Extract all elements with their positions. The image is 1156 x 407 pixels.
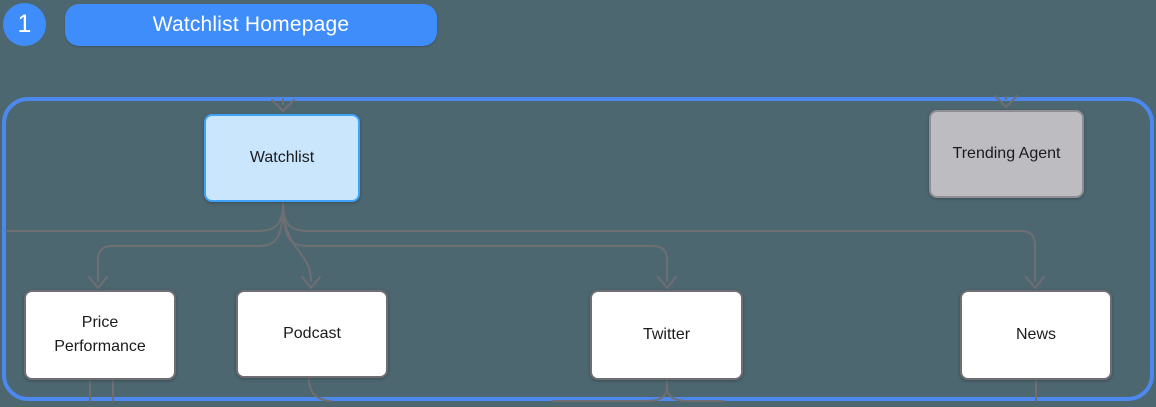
edge-watchlist-offscreen-left — [5, 201, 284, 232]
edge-twitter-down-right — [666, 386, 724, 402]
edge-watchlist-news — [282, 201, 1036, 282]
node-price-performance-label: Price Performance — [54, 314, 146, 355]
arrowhead-watchlist — [271, 99, 295, 112]
node-podcast[interactable]: Podcast — [236, 290, 388, 378]
node-news[interactable]: News — [960, 290, 1112, 380]
arrowhead-price-performance — [88, 276, 108, 289]
node-twitter[interactable]: Twitter — [590, 290, 743, 380]
node-trending-agent[interactable]: Trending Agent — [929, 110, 1084, 198]
title-label: Watchlist Homepage — [152, 13, 350, 36]
title-node[interactable]: Watchlist Homepage — [65, 4, 437, 46]
node-podcast-label: Podcast — [283, 325, 341, 342]
node-price-performance[interactable]: Price Performance — [24, 290, 176, 380]
node-twitter-label: Twitter — [642, 326, 691, 343]
edge-watchlist-price-performance — [97, 201, 284, 282]
node-watchlist[interactable]: Watchlist — [204, 114, 360, 202]
arrowhead-twitter — [657, 276, 677, 289]
node-trending-agent-label: Trending Agent — [952, 145, 1061, 162]
group-container-outline — [2, 97, 1154, 401]
node-news-label: News — [1015, 326, 1056, 343]
edge-watchlist-podcast — [282, 201, 312, 282]
step-number-badge: 1 — [3, 3, 46, 46]
arrowhead-news — [1025, 276, 1045, 289]
node-watchlist-label: Watchlist — [249, 149, 315, 166]
edge-watchlist-twitter — [282, 201, 668, 282]
arrowhead-podcast — [301, 276, 321, 289]
step-number: 1 — [17, 10, 32, 38]
arrowhead-trending — [994, 95, 1018, 108]
edge-podcast-down — [308, 378, 331, 402]
